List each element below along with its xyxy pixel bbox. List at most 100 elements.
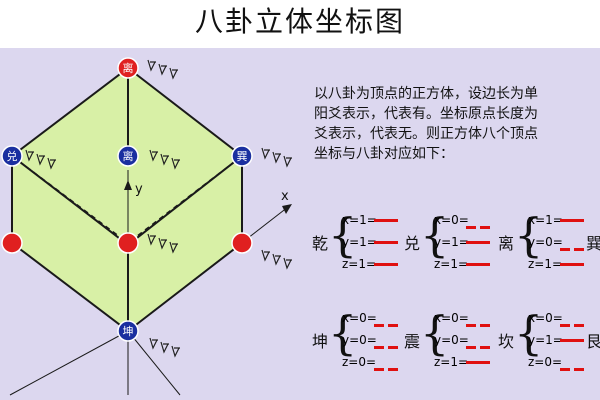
trigram-mark-icon — [147, 59, 156, 72]
trigram-mark-icon — [149, 149, 158, 162]
vertex-top: 离 — [117, 57, 139, 79]
vertex-mid — [117, 232, 139, 254]
vertex-marker — [1, 145, 23, 167]
yang-line-icon — [466, 361, 490, 364]
yin-line-icon — [466, 339, 490, 349]
vertex-marker — [231, 145, 253, 167]
yin-line-icon — [560, 361, 584, 371]
trigram-mark-icon — [283, 257, 292, 270]
trigram-name: 巽 — [586, 234, 600, 253]
trigram-name: 坎 — [498, 332, 515, 351]
coordinate-text: x=1= — [342, 213, 377, 227]
coordinate-text: y=0= — [528, 235, 563, 249]
coordinate-row: z=0= — [342, 356, 398, 371]
coordinate-text: x=0= — [528, 311, 563, 325]
yang-line-icon — [374, 241, 398, 244]
hidden-edge-2 — [127, 155, 243, 244]
brace-icon: { — [328, 208, 358, 262]
coordinate-text: z=0= — [528, 355, 563, 369]
vertex-li: 离 — [117, 145, 139, 167]
yang-line-icon — [466, 263, 490, 266]
brace-icon: { — [328, 306, 358, 360]
hidden-edge-1 — [11, 155, 129, 244]
coordinate-row: y=0= — [434, 333, 490, 349]
brace-icon: { — [420, 208, 450, 262]
trigram-mark-icon — [36, 153, 45, 166]
trigram-mark-icon — [261, 249, 270, 262]
yin-line-icon — [374, 361, 398, 371]
coordinate-row: x=1= — [342, 214, 398, 226]
vertex-label: 离 — [123, 149, 134, 163]
trigram-name: 艮 — [586, 332, 600, 351]
brace-icon: { — [514, 208, 544, 262]
coordinate-row: y=0= — [528, 235, 584, 251]
yin-line-icon — [560, 241, 584, 251]
trigram-name: 离 — [498, 234, 515, 253]
coordinate-row: z=1= — [434, 258, 490, 270]
yang-line-icon — [560, 339, 584, 342]
brace-icon: { — [514, 306, 544, 360]
trigram-name: 兑 — [404, 234, 421, 253]
vertex-marker — [1, 232, 23, 254]
trigram-mark-icon — [171, 345, 180, 358]
coordinate-row: z=1= — [528, 258, 584, 270]
yin-line-icon — [374, 339, 398, 349]
description-text: 以八卦为顶点的正方体，设边长为单 阳爻表示，代表有。坐标原点长度为 爻表示，代表… — [314, 84, 600, 164]
yang-line-icon — [560, 263, 584, 266]
yang-line-icon — [374, 219, 398, 222]
trigram-mark-icon — [169, 241, 178, 254]
yin-line-icon — [466, 219, 490, 229]
vertex-label: 离 — [123, 61, 134, 75]
yang-line-icon — [374, 263, 398, 266]
vertex-marker — [117, 232, 139, 254]
vertex-label: 巽 — [237, 150, 248, 163]
trigram-mark-icon — [272, 151, 281, 164]
trigram-mark-icon — [272, 253, 281, 266]
coordinate-row: x=0= — [434, 214, 490, 229]
y-axis-label: y — [135, 182, 143, 197]
vertex-kun: 坤 — [117, 320, 139, 342]
coordinate-text: x=0= — [434, 311, 469, 325]
x-axis-arrow — [282, 204, 292, 214]
vertex-dui: 兑 — [1, 145, 23, 167]
vertex-label: 坤 — [123, 324, 134, 338]
trigram-mark-icon — [160, 341, 169, 354]
vertex-label: 兑 — [7, 149, 18, 163]
coordinate-row: y=1= — [342, 236, 398, 248]
coordinate-text: y=1= — [342, 235, 377, 249]
yang-line-icon — [560, 219, 584, 222]
coordinate-text: z=1= — [528, 257, 563, 271]
trigram-mark-icon — [160, 153, 169, 166]
description-line: 坐标与八卦对应如下： — [314, 146, 454, 162]
trigram-mark-icon — [158, 237, 167, 250]
yin-line-icon — [560, 317, 584, 327]
coordinate-row: y=0= — [342, 334, 398, 349]
coordinate-row: x=0= — [434, 311, 490, 327]
trigram-mark-icon — [147, 233, 156, 246]
trigram-name: 坤 — [312, 332, 329, 351]
trigram-mark-icon — [25, 149, 34, 162]
trigram-mark-icon — [149, 337, 158, 350]
vertex-xun: 巽 — [231, 145, 253, 167]
coordinate-row: x=1= — [528, 214, 584, 226]
vertex-marker — [117, 145, 139, 167]
vertex-right — [231, 232, 253, 254]
coordinate-text: z=1= — [434, 355, 469, 369]
description-line: 爻表示，代表无。则正方体八个顶点 — [314, 126, 538, 142]
trigram-mark-icon — [261, 147, 270, 160]
trigram-mark-icon — [158, 63, 167, 76]
yin-line-icon — [374, 317, 398, 327]
coordinate-row: z=1= — [342, 258, 398, 270]
vertex-marker — [117, 320, 139, 342]
coordinate-text: y=1= — [434, 235, 469, 249]
z-axis-line — [9, 330, 129, 396]
coordinate-text: y=0= — [434, 333, 469, 347]
trigram-mark-icon — [171, 157, 180, 170]
trigram-name: 震 — [404, 332, 421, 351]
vertex-marker — [117, 57, 139, 79]
z-axis-tail — [127, 330, 181, 396]
coordinate-text: x=1= — [528, 213, 563, 227]
x-axis-label: x — [281, 189, 289, 204]
